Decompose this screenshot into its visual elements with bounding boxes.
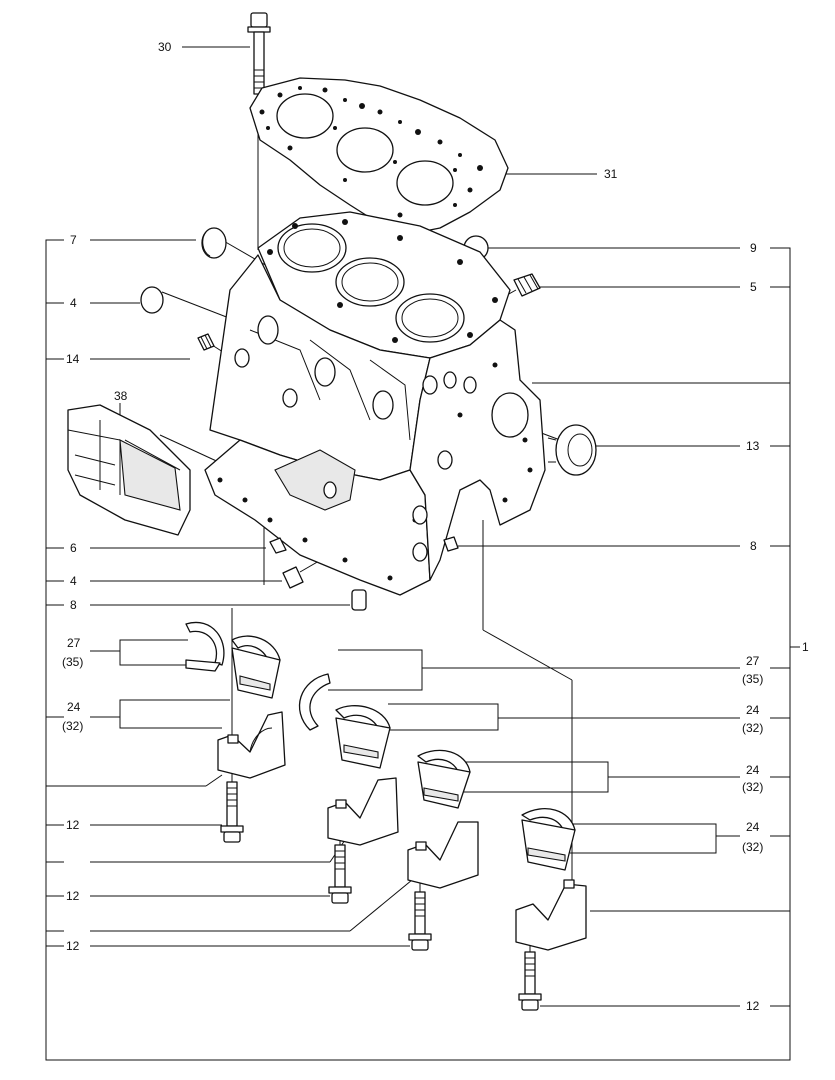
oil-seal-13 bbox=[547, 424, 597, 476]
main-bearing-bolt-12-d bbox=[518, 951, 542, 1011]
plug-5 bbox=[513, 273, 541, 297]
bearing-shell-24-d bbox=[521, 808, 576, 871]
bearing-shell-24-a bbox=[231, 635, 281, 699]
callout-8-right: 8 bbox=[750, 539, 757, 553]
main-bearing-bolt-12-a bbox=[220, 781, 244, 843]
plug-4-lower bbox=[282, 566, 304, 589]
callout-35-left: (35) bbox=[62, 655, 83, 669]
bearing-shell-24-c bbox=[417, 749, 471, 809]
callout-12-a: 12 bbox=[66, 818, 80, 832]
plug-6 bbox=[269, 537, 287, 554]
main-bearing-bolt-12-b bbox=[328, 844, 352, 904]
callout-12-b: 12 bbox=[66, 889, 80, 903]
left-bracket-frame bbox=[45, 239, 791, 1061]
callout-14: 14 bbox=[66, 352, 80, 366]
main-bearing-bolt-12-c bbox=[408, 891, 432, 951]
callout-labels: 30 31 7 9 4 5 14 38 13 6 8 4 8 1 27 (35)… bbox=[62, 40, 809, 1013]
thrust-washer-27-left bbox=[185, 621, 225, 672]
callout-35-right: (35) bbox=[742, 672, 763, 686]
plug-8-right bbox=[443, 536, 459, 552]
callout-27-right: 27 bbox=[746, 654, 760, 668]
head-gasket-31 bbox=[249, 77, 509, 235]
callout-32-left: (32) bbox=[62, 719, 83, 733]
plug-7 bbox=[201, 227, 227, 259]
right-bracket-frame bbox=[532, 286, 800, 1007]
bearing-shell-24-b bbox=[335, 705, 391, 769]
callout-31: 31 bbox=[604, 167, 618, 181]
main-bearing-cap-3 bbox=[407, 821, 479, 889]
callout-13: 13 bbox=[746, 439, 760, 453]
callout-32-right-1: (32) bbox=[742, 721, 763, 735]
callout-30: 30 bbox=[158, 40, 172, 54]
callout-6: 6 bbox=[70, 541, 77, 555]
callout-24-left: 24 bbox=[67, 700, 81, 714]
callout-7: 7 bbox=[70, 233, 77, 247]
plug-14 bbox=[197, 333, 215, 351]
callout-27-left: 27 bbox=[67, 636, 81, 650]
main-bearing-cap-4 bbox=[515, 879, 587, 951]
side-cover-38 bbox=[67, 404, 191, 536]
callout-4-upper: 4 bbox=[70, 296, 77, 310]
plug-4 bbox=[140, 286, 164, 314]
main-bearing-cap-2 bbox=[327, 777, 399, 846]
callout-32-right-2: (32) bbox=[742, 780, 763, 794]
callout-12-d: 12 bbox=[746, 999, 760, 1013]
thrust-washer-27-right bbox=[298, 673, 331, 731]
callout-38: 38 bbox=[114, 389, 128, 403]
plug-8-lower bbox=[351, 589, 367, 611]
cylinder-block bbox=[204, 211, 546, 596]
callout-9: 9 bbox=[750, 241, 757, 255]
head-bolt-30 bbox=[247, 12, 271, 95]
callout-24-right-2: 24 bbox=[746, 763, 760, 777]
callout-8-left: 8 bbox=[70, 598, 77, 612]
callout-4-lower: 4 bbox=[70, 574, 77, 588]
callout-12-c: 12 bbox=[66, 939, 80, 953]
main-bearing-cap-1 bbox=[217, 711, 286, 779]
callout-1: 1 bbox=[802, 640, 809, 654]
callout-32-right-3: (32) bbox=[742, 840, 763, 854]
callout-24-right-3: 24 bbox=[746, 820, 760, 834]
callout-5: 5 bbox=[750, 280, 757, 294]
callout-24-right-1: 24 bbox=[746, 703, 760, 717]
